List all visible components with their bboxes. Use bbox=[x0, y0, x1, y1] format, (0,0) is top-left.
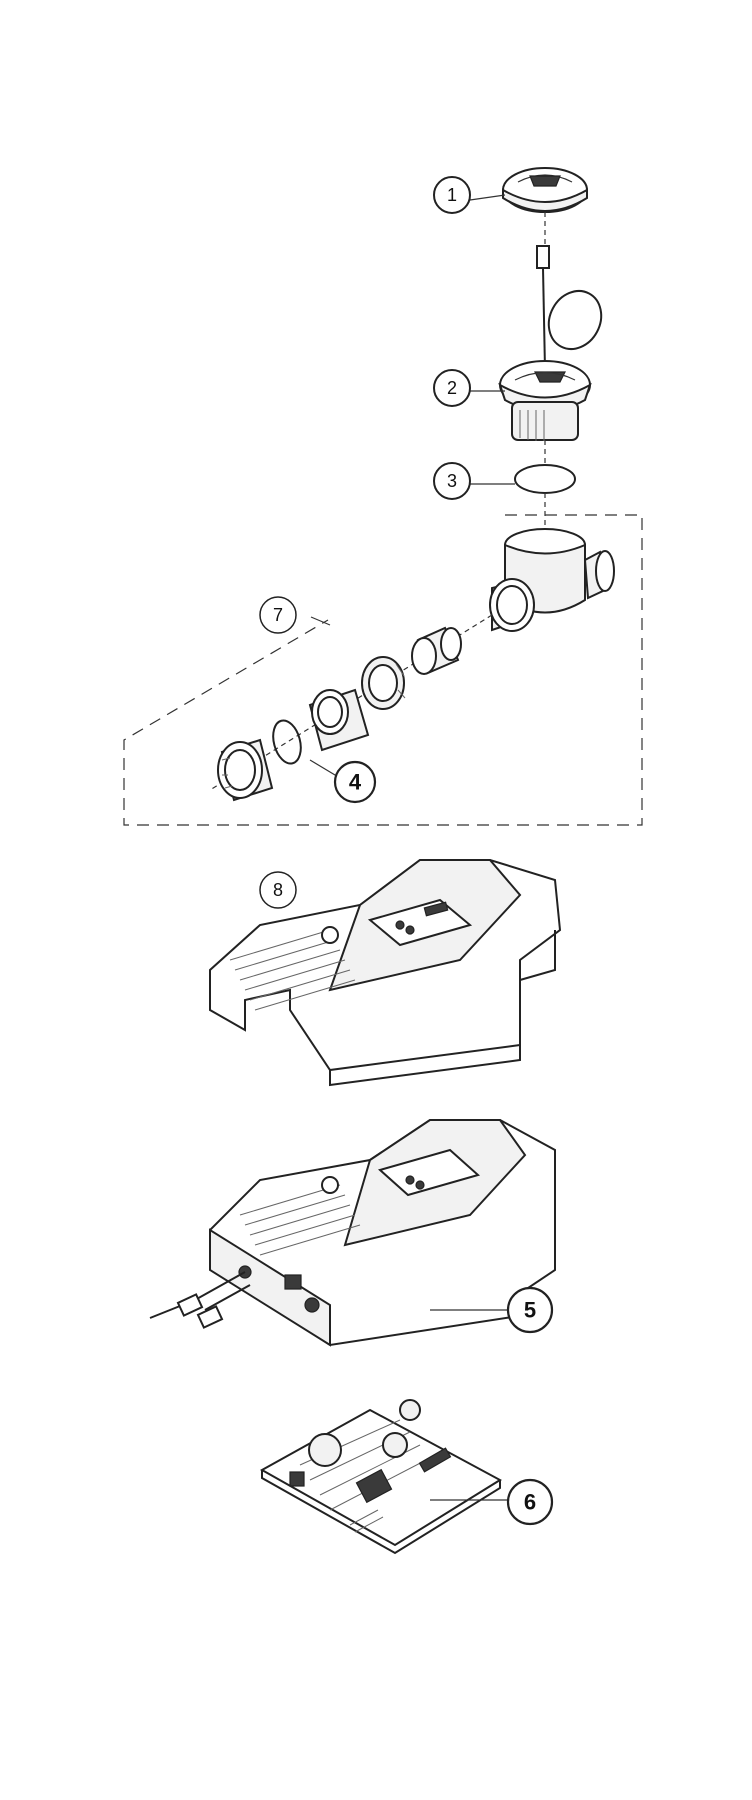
callout-4-label: 4 bbox=[349, 770, 362, 795]
callout-3: 3 bbox=[433, 462, 471, 500]
callout-8-label: 8 bbox=[273, 880, 283, 900]
part-1-cap bbox=[502, 167, 588, 213]
part-4-o-ring bbox=[272, 719, 302, 765]
adapter-sleeve bbox=[411, 626, 462, 675]
part-5-controller bbox=[149, 1119, 556, 1347]
part-6-circuit-board bbox=[259, 1399, 502, 1555]
union-tailpiece bbox=[308, 688, 370, 752]
callout-6-label: 6 bbox=[524, 1490, 536, 1515]
callout-3-label: 3 bbox=[447, 471, 457, 491]
leader-lines bbox=[309, 194, 515, 1501]
callout-7: 7 bbox=[259, 596, 297, 634]
union-nut bbox=[217, 738, 274, 802]
sensor-cable bbox=[536, 245, 603, 371]
threaded-adapter bbox=[361, 656, 406, 710]
flow-cell-tee bbox=[489, 528, 615, 632]
callout-8: 8 bbox=[259, 871, 297, 909]
callout-5-label: 5 bbox=[524, 1298, 536, 1323]
callout-2-label: 2 bbox=[447, 378, 457, 398]
callout-7-label: 7 bbox=[273, 605, 283, 625]
callout-5: 5 bbox=[506, 1286, 554, 1334]
part-7-kit-boundary bbox=[123, 514, 643, 826]
callout-2: 2 bbox=[433, 369, 471, 407]
callout-6: 6 bbox=[506, 1478, 554, 1526]
part-3-o-ring bbox=[514, 464, 576, 494]
part-8-cover bbox=[209, 859, 562, 1087]
part-2-sensor bbox=[498, 360, 592, 441]
callout-4: 4 bbox=[333, 760, 377, 804]
callout-1: 1 bbox=[433, 176, 471, 214]
callout-1-label: 1 bbox=[447, 185, 457, 205]
